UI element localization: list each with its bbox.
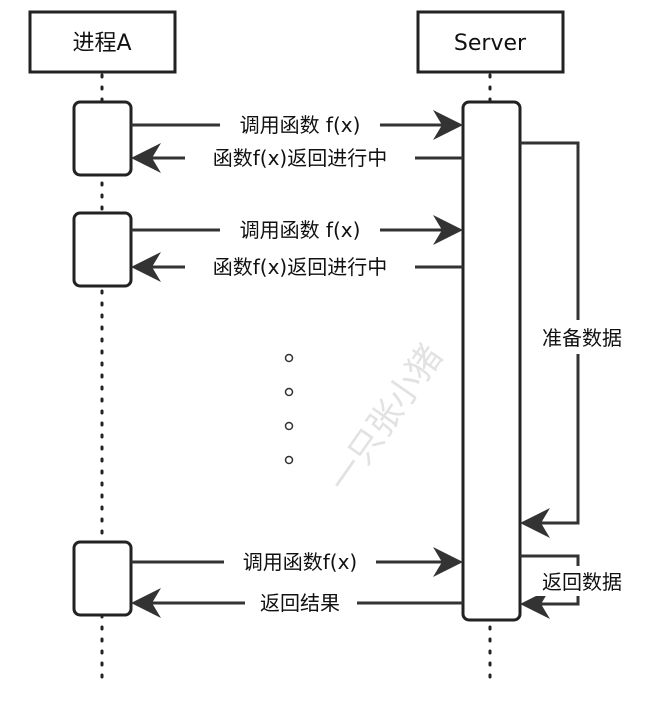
process-a-activation-1 bbox=[72, 100, 133, 177]
message-return-3: 返回结果 bbox=[131, 588, 463, 618]
server-activation bbox=[461, 100, 522, 622]
message-return-1: 函数f(x)返回进行中 bbox=[131, 143, 463, 173]
message-return-1-label: 函数f(x)返回进行中 bbox=[213, 146, 387, 170]
self-call-return-data-label: 返回数据 bbox=[542, 570, 622, 594]
self-call-prepare: 准备数据 bbox=[520, 141, 638, 538]
message-call-2-label: 调用函数 f(x) bbox=[240, 218, 361, 242]
self-call-prepare-label: 准备数据 bbox=[542, 326, 622, 350]
message-call-1-label: 调用函数 f(x) bbox=[240, 113, 361, 137]
message-call-1: 调用函数 f(x) bbox=[131, 110, 463, 140]
ellipsis-dot-3 bbox=[284, 421, 294, 431]
actor-process-a: 进程A bbox=[28, 10, 177, 74]
message-call-3: 调用函数f(x) bbox=[131, 547, 463, 577]
actor-process-a-label: 进程A bbox=[72, 31, 131, 56]
process-a-activation-2 bbox=[72, 211, 133, 288]
ellipsis-dot-1 bbox=[284, 353, 294, 363]
self-call-return-data: 返回数据 bbox=[520, 554, 638, 619]
ellipsis-dot-2 bbox=[284, 387, 294, 397]
actor-server-label: Server bbox=[454, 31, 527, 56]
ellipsis-dot-4 bbox=[284, 455, 294, 465]
process-a-activation-3 bbox=[72, 540, 133, 617]
message-return-2-label: 函数f(x)返回进行中 bbox=[213, 255, 387, 279]
actor-server: Server bbox=[416, 10, 565, 74]
message-return-2: 函数f(x)返回进行中 bbox=[131, 252, 463, 282]
message-return-3-label: 返回结果 bbox=[260, 591, 340, 615]
message-call-2: 调用函数 f(x) bbox=[131, 215, 463, 245]
watermark-text: 一只张小猪 bbox=[321, 338, 451, 500]
message-call-3-label: 调用函数f(x) bbox=[243, 550, 357, 574]
